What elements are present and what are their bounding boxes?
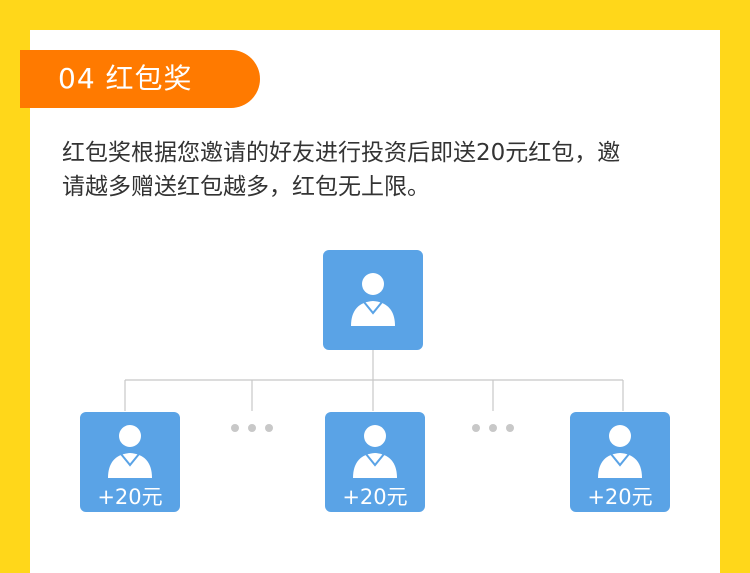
dot [265,424,273,432]
user-icon [108,425,152,478]
ellipsis-dots-right [472,424,514,432]
description-line-2: 请越多赠送红包越多，红包无上限。 [62,174,430,200]
root-user-node [323,250,423,350]
dot [231,424,239,432]
user-icon [598,425,642,478]
section-badge: 04 红包奖 [20,50,260,108]
user-icon [353,425,397,478]
reward-label: +20元 [97,485,163,509]
reward-label: +20元 [587,485,653,509]
dot [506,424,514,432]
child-user-node-1: +20元 [80,412,180,512]
child-user-node-2: +20元 [325,412,425,512]
user-icon [351,273,395,326]
reward-label: +20元 [342,485,408,509]
description-line-1: 红包奖根据您邀请的好友进行投资后即送20元红包，邀 [62,140,621,166]
ellipsis-dots-left [231,424,273,432]
dot [472,424,480,432]
description: 红包奖根据您邀请的好友进行投资后即送20元红包，邀 请越多赠送红包越多，红包无上… [62,136,702,204]
child-user-node-3: +20元 [570,412,670,512]
dot [248,424,256,432]
dot [489,424,497,432]
